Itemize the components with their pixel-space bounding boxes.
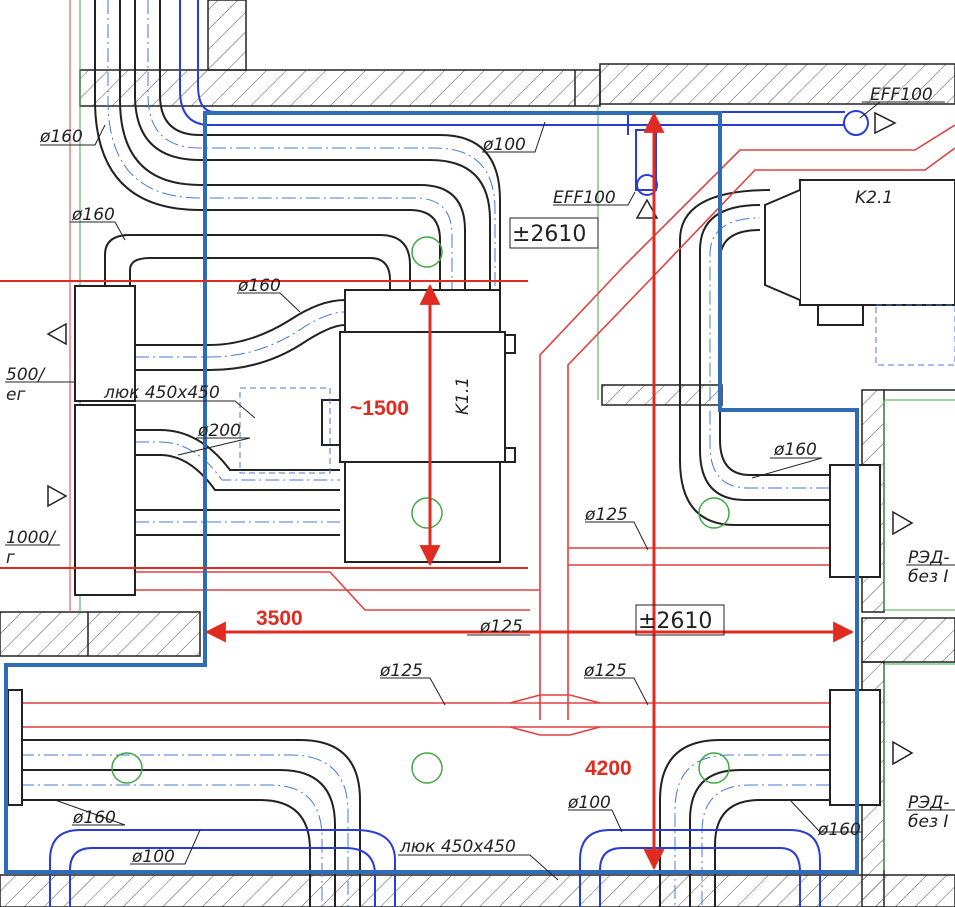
equipment-k21 [764,179,955,366]
label-eff100-a: EFF100 [870,85,933,105]
label-red-b2: без I [908,812,948,832]
label-d200: ø200 [197,421,241,441]
label-leaders [5,101,955,881]
label-left-1000: 1000/ [6,528,57,548]
label-elevation-a: ±2610 [512,222,586,247]
label-d125-d: ø125 [583,661,627,681]
label-d160-a: ø160 [39,127,83,147]
duct-network-black [20,0,830,907]
label-d160-e: ø160 [72,808,116,828]
duct-supply-red [20,124,955,736]
dimension-3500: 3500 [256,607,303,630]
label-left-eg: ег [6,385,25,405]
dimension-4200: 4200 [585,757,632,780]
label-red-b: РЭД- [908,793,950,813]
label-d125-b: ø125 [479,617,523,637]
label-left-g: г [6,548,15,568]
dimension-1500: ~1500 [350,397,409,420]
label-d100-c: ø100 [131,847,175,867]
label-d160-f: ø160 [817,820,861,840]
equipment-k11 [321,289,516,563]
label-k21: K2.1 [855,188,893,208]
label-elevation-b: ±2610 [638,609,712,634]
label-d125-c: ø125 [379,661,423,681]
duct-centerlines [20,0,830,907]
label-d160-c: ø160 [237,276,281,296]
fixture-circles [111,236,730,784]
reference-lines [0,280,528,569]
elevation-boxes [509,217,725,636]
dimension-arrows [204,111,855,871]
label-eff100-b: EFF100 [553,188,616,208]
annotations: ø160 ø160 ø160 ø160 ø160 ø160 ø100 ø100 … [6,85,950,867]
label-hatch-b: люк 450x450 [399,837,516,857]
label-d160-d: ø160 [773,440,817,460]
label-red-a2: без I [908,567,948,587]
label-red-a: РЭД- [908,548,950,568]
room-boundary [4,111,859,874]
label-d160-b: ø160 [71,205,115,225]
label-d100-b: ø100 [567,793,611,813]
label-d125-a: ø125 [584,505,628,525]
label-d100-a: ø100 [482,135,526,155]
label-left-500: 500/ [6,365,46,385]
label-k11: K1.1 [453,377,473,415]
label-hatch-a: люк 450x450 [103,383,220,403]
